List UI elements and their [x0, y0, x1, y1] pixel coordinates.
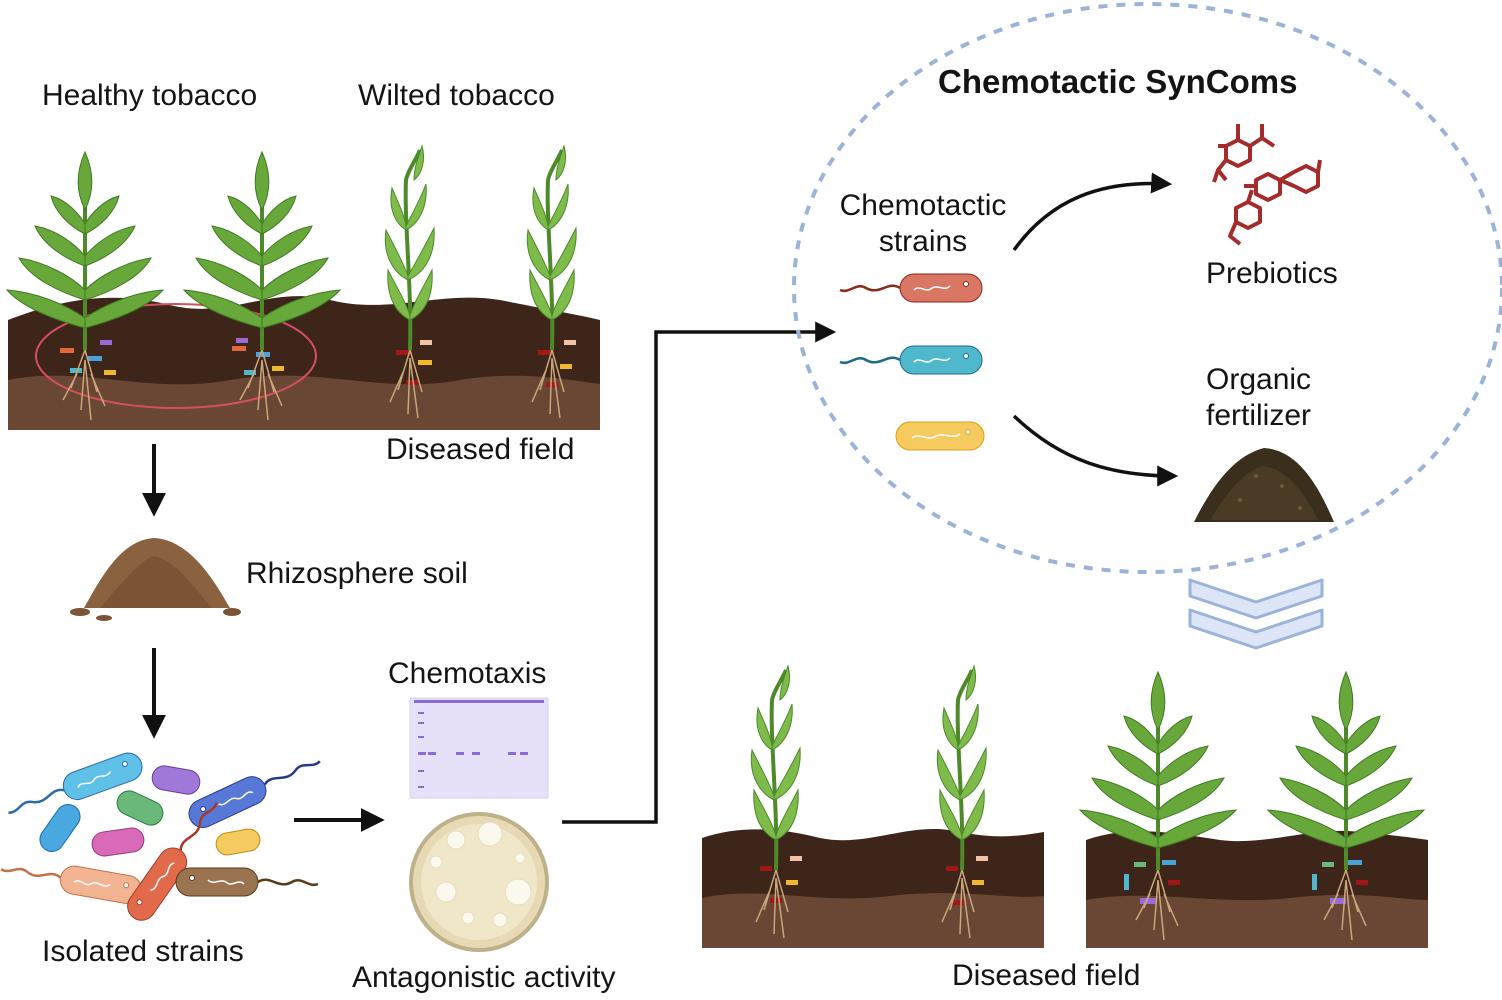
chemotactic-strains-line2: strains — [878, 225, 968, 258]
syncoms-title: Chemotactic SynComs — [938, 63, 1298, 100]
arrow-to-fertilizer — [1012, 414, 1179, 487]
molecule-icon — [1212, 124, 1322, 246]
antagonistic-activity-label: Antagonistic activity — [352, 961, 616, 994]
root-microbes — [60, 338, 576, 387]
wilted-tobacco-label: Wilted tobacco — [358, 79, 555, 112]
fertilizer-pile-icon — [1194, 448, 1334, 522]
petri-dish-icon — [409, 812, 549, 952]
isolated-strains-cluster — [0, 745, 327, 927]
chemotactic-strain-red — [838, 272, 984, 304]
chemotaxis-label: Chemotaxis — [388, 657, 547, 690]
bottom-field-healthy — [1078, 670, 1428, 948]
healthy-tobacco-label: Healthy tobacco — [42, 79, 258, 112]
gel-plate-icon — [409, 697, 549, 799]
organic-fertilizer-label: Organic fertilizer — [1206, 362, 1311, 434]
diseased-field-bottom-label: Diseased field — [952, 959, 1141, 992]
chemotactic-strains-label: Chemotactic strains — [818, 188, 1028, 260]
arrow-to-prebiotics — [1012, 172, 1173, 252]
chevron-down-icon — [1188, 578, 1324, 650]
arrow-elbow — [562, 321, 837, 824]
isolated-strains-label: Isolated strains — [42, 935, 244, 968]
soil-pile-icon — [70, 538, 241, 621]
diseased-field-top — [5, 144, 600, 430]
organic-fertilizer-line1: Organic — [1206, 363, 1312, 396]
chemotactic-strain-teal — [838, 344, 984, 376]
diseased-field-top-label: Diseased field — [386, 433, 575, 466]
chemotactic-strain-yellow — [895, 421, 985, 451]
rhizosphere-soil-label: Rhizosphere soil — [246, 557, 468, 590]
healthy-rhizosphere-highlight — [35, 303, 317, 409]
bottom-field-wilted — [702, 664, 1044, 948]
chemotactic-strains-line1: Chemotactic — [839, 189, 1007, 222]
prebiotics-label: Prebiotics — [1206, 257, 1338, 290]
organic-fertilizer-line2: fertilizer — [1206, 399, 1312, 432]
